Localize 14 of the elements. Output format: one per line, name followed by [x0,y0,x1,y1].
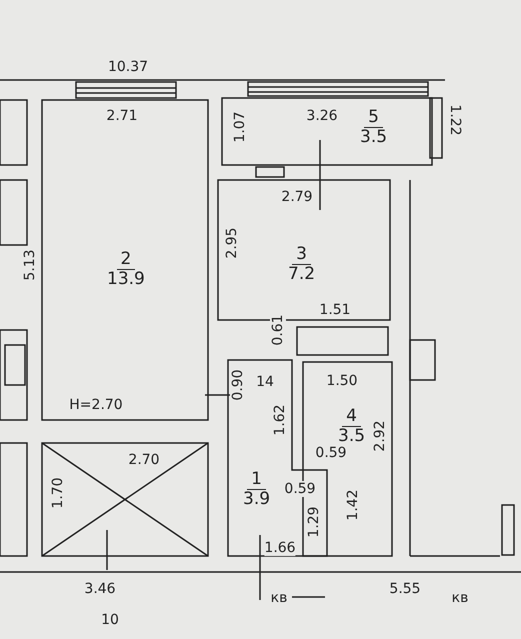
room-area: 3.5 [338,427,366,446]
room-number: 3 [292,245,311,265]
room-area: 3.5 [360,128,388,147]
room-area: 3.9 [243,490,270,509]
room-number: 1 [247,470,266,490]
room-number: 2 [116,250,136,270]
dimension-label: 1.66 [264,540,296,556]
dimension-label: 0.90 [230,369,246,401]
room-number: 4 [342,407,361,427]
dimension-label: 0.61 [270,314,286,346]
room-area: 13.9 [107,270,145,289]
dimension-label: 0.59 [284,481,316,497]
room-area: 7.2 [288,265,316,284]
room-number: 5 [364,108,383,128]
